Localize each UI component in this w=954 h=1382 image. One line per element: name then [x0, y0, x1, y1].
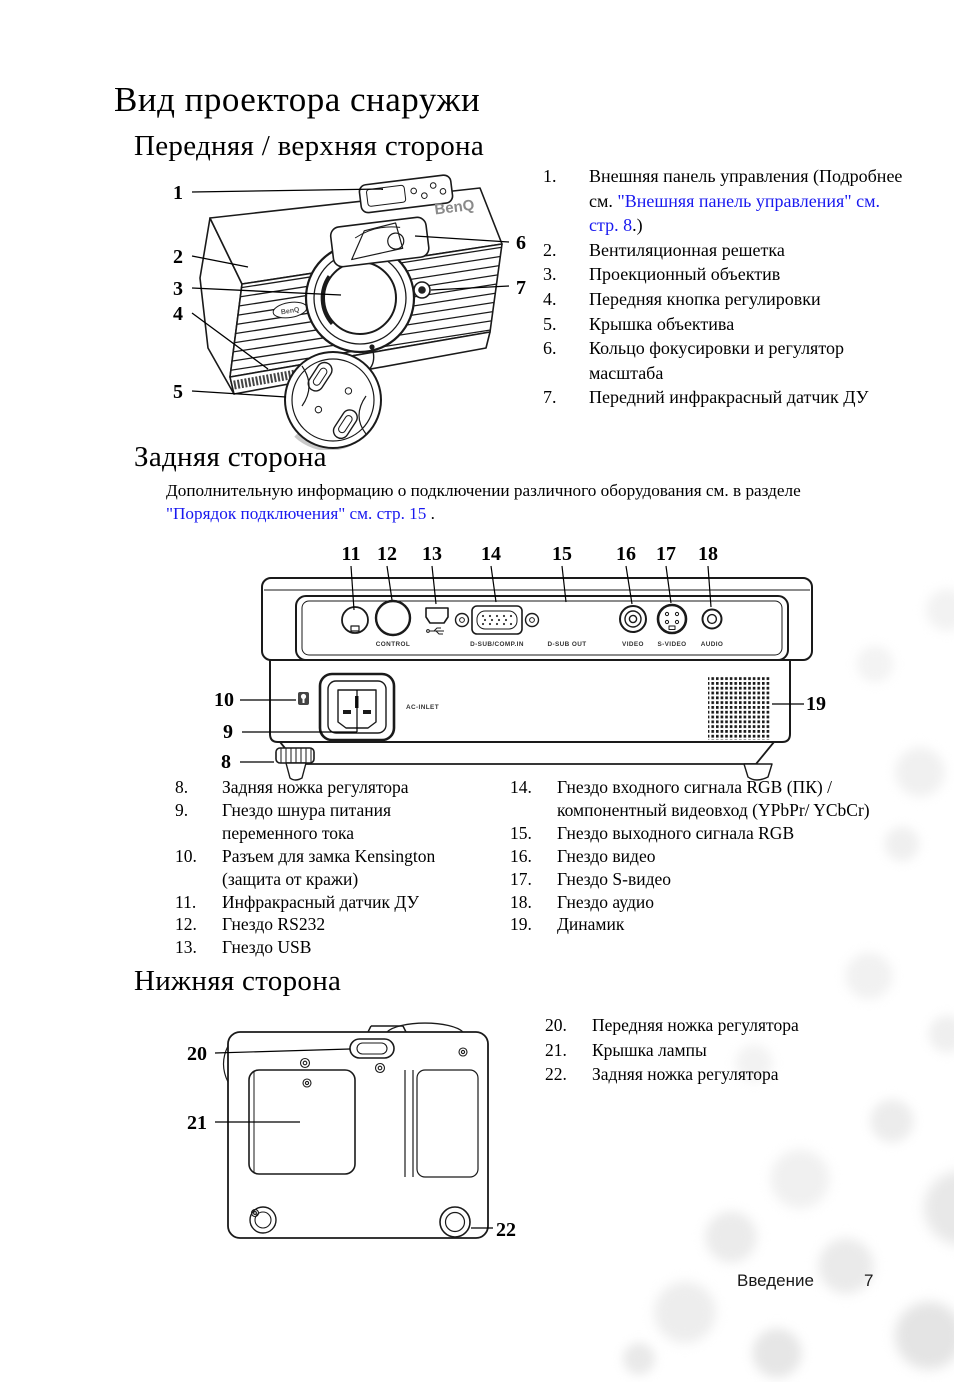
rear-view-diagram: CONTROL D-SUB/COMP.IN D-SUB OUT VIDEO S-…	[214, 543, 826, 781]
bottom-panel	[416, 1069, 479, 1178]
svg-text:3: 3	[173, 278, 183, 300]
list-item: 13.Гнездо USB	[175, 937, 312, 958]
list-item: 21.Крышка лампы	[545, 1039, 707, 1060]
front-adjuster-foot	[349, 1038, 395, 1059]
front-callouts: 1 2 3 4 5 6 7	[173, 182, 526, 403]
list-item: 2.Вентиляционная решетка	[543, 239, 785, 260]
svg-text:11: 11	[342, 543, 361, 565]
svg-text:18: 18	[698, 543, 718, 565]
dsub-comp-in-port	[454, 605, 540, 635]
svg-text:15: 15	[552, 543, 572, 565]
svg-text:22: 22	[496, 1219, 516, 1241]
list-item: 4.Передняя кнопка регулировки	[543, 288, 821, 309]
list-item: 15.Гнездо выходного сигнала RGB	[510, 822, 795, 843]
svg-text:14: 14	[481, 543, 501, 565]
svg-text:6: 6	[516, 232, 526, 254]
svg-text:9: 9	[223, 721, 233, 743]
rear-adjuster-foot	[275, 747, 315, 781]
svg-text:20: 20	[187, 1043, 207, 1065]
footer-page-number: 7	[864, 1271, 874, 1290]
control-label: CONTROL	[376, 641, 410, 648]
control-panel	[358, 174, 454, 214]
bottom-parts-list: 20.Передняя ножка регулятора 21.Крышка л…	[545, 1013, 935, 1087]
rear-callouts: 11 12 13 14 15 16 17 18 10 9 8 19	[214, 543, 826, 773]
audio-port	[701, 608, 723, 630]
rear-ir-sensor	[341, 606, 369, 634]
svg-text:2: 2	[173, 246, 183, 268]
front-top-view-diagram: BenQ BenQ	[173, 174, 526, 450]
speaker-grille	[708, 676, 770, 740]
rear-section-heading: Задняя сторона	[134, 441, 327, 473]
svg-text:1: 1	[173, 182, 183, 204]
list-item: 19.Динамик	[510, 914, 625, 935]
lens-cap	[284, 344, 382, 450]
rear-lower-body	[269, 659, 791, 743]
rear-parts-list-left: 8.Задняя ножка регулятора 9.Гнездо шнура…	[175, 776, 505, 959]
front-ir-sensor	[413, 281, 431, 299]
list-item: 1. Внешняя панель управления (Подробнее …	[543, 166, 903, 236]
list-item: 5.Крышка объектива	[543, 313, 735, 334]
list-item: 11.Инфракрасный датчик ДУ	[175, 891, 419, 912]
audio-label: AUDIO	[701, 641, 724, 648]
kensington-lock-slot	[298, 692, 309, 705]
svg-text:21: 21	[187, 1112, 207, 1134]
svg-text:8: 8	[221, 751, 231, 773]
video-label: VIDEO	[622, 641, 644, 648]
svg-text:5: 5	[173, 381, 183, 403]
focus-zoom-ring	[329, 216, 430, 268]
list-item: 8.Задняя ножка регулятора	[175, 777, 409, 797]
list-item: 22.Задняя ножка регулятора	[545, 1064, 779, 1084]
bottom-view-diagram: 20 21 22	[187, 1022, 516, 1241]
rear-parts-list-right: 14.Гнездо входного сигнала RGB (ПК) / ко…	[510, 776, 930, 936]
dsub-out-label: D-SUB OUT	[547, 641, 586, 648]
link-external-control-panel[interactable]: "Внешняя панель управления" см. стр. 8	[589, 190, 880, 236]
front-parts-list: 1. Внешняя панель управления (Подробнее …	[543, 164, 913, 410]
bottom-left-foot	[249, 1206, 277, 1234]
control-port	[374, 599, 412, 637]
svideo-label: S-VIDEO	[657, 641, 686, 648]
list-item: 3.Проекционный объектив	[543, 264, 781, 285]
svg-text:19: 19	[806, 693, 826, 715]
rear-adjuster-foot-bottom	[439, 1206, 471, 1238]
bottom-callouts: 20 21 22	[187, 1043, 516, 1241]
list-item: 9.Гнездо шнура питания переменного тока	[175, 799, 392, 843]
svg-text:13: 13	[422, 543, 442, 565]
top-logo: BenQ	[434, 197, 476, 219]
list-item: 14.Гнездо входного сигнала RGB (ПК) / ко…	[510, 777, 870, 820]
svideo-port	[656, 603, 688, 635]
list-item: 7.Передний инфракрасный датчик ДУ	[543, 387, 869, 408]
usb-icon	[426, 627, 444, 635]
zoom-ring-bump	[386, 1022, 464, 1033]
svg-text:10: 10	[214, 689, 234, 711]
footer-section-title: Введение	[737, 1271, 814, 1290]
front-adjuster-strip	[233, 360, 347, 390]
list-item: 20.Передняя ножка регулятора	[545, 1015, 799, 1035]
list-item: 12.Гнездо RS232	[175, 914, 326, 935]
rear-note: Дополнительную информацию о подключении …	[166, 481, 801, 523]
bottom-body	[227, 1031, 489, 1239]
svg-text:16: 16	[616, 543, 636, 565]
usb-port	[425, 607, 449, 635]
bottom-section-heading: Нижняя сторона	[134, 965, 342, 997]
dsub-in-label: D-SUB/COMP.IN	[470, 641, 524, 648]
ac-inlet-label: AC-INLET	[406, 704, 439, 711]
page-title: Вид проектора снаружи	[114, 80, 481, 119]
svg-text:7: 7	[516, 277, 526, 299]
right-foot	[743, 763, 773, 781]
svg-text:17: 17	[656, 543, 676, 565]
video-port	[619, 605, 647, 633]
svg-text:BenQ: BenQ	[280, 306, 300, 316]
list-item: 16.Гнездо видео	[510, 845, 656, 866]
svg-text:4: 4	[173, 303, 183, 325]
front-section-heading: Передняя / верхняя сторона	[134, 130, 485, 162]
svg-text:12: 12	[377, 543, 397, 565]
list-item: 6.Кольцо фокусировки и регулятор масштаб…	[543, 338, 844, 383]
link-connection-order[interactable]: "Порядок подключения" см. стр. 15	[166, 504, 427, 523]
list-item: 10.Разъем для замка Kensington (защита о…	[175, 845, 436, 889]
list-item: 17.Гнездо S-видео	[510, 868, 672, 889]
list-item: 18.Гнездо аудио	[510, 891, 654, 912]
